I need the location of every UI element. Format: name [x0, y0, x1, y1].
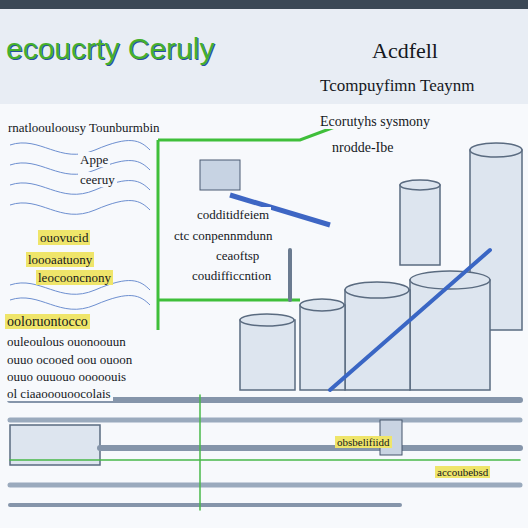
label: obsbelifiidd — [335, 436, 392, 448]
label-box: Appe — [78, 150, 110, 168]
label: ouuo ocooed oou ouoon — [5, 352, 134, 367]
label: Acdfell — [370, 38, 440, 63]
tanks — [10, 143, 522, 465]
label: nrodde-Ibe — [330, 140, 395, 155]
label-box: rnatloouloousy Tounburmbin — [6, 118, 162, 136]
label-box: accoubebsd — [435, 462, 490, 480]
label: Appe — [78, 152, 110, 167]
label-box: obsbelifiidd — [335, 432, 392, 450]
label: leocooncnony — [36, 270, 113, 285]
panel-icon — [200, 160, 240, 190]
label-box: ceeruy — [78, 170, 117, 188]
label: Ecorutyhs sysmony — [318, 114, 432, 129]
label-box: ctc conpennmdunn — [172, 226, 275, 244]
label: ol ciaaooouoocolais — [5, 386, 113, 401]
label-box: ouuo ocooed oou ouoon — [5, 350, 134, 368]
label-box: Tcompuyfimn Teaynm — [318, 76, 477, 96]
label: ouleoulous ouonoouun — [5, 334, 128, 349]
wave-lines — [10, 141, 150, 310]
label: ctc conpennmdunn — [172, 228, 275, 243]
label-box: nrodde-Ibe — [330, 138, 395, 156]
label-box: loooaatuony — [26, 250, 94, 268]
top-bar — [0, 0, 528, 9]
label: codditidfeiem — [195, 207, 271, 222]
label-box: ceaoftsp — [214, 246, 261, 264]
label-box: ol ciaaooouoocolais — [5, 384, 113, 402]
label-box: ooloruontocco — [5, 312, 90, 330]
label: ouuo ouuouo ooooouis — [5, 369, 128, 384]
header-band — [0, 9, 528, 104]
label: loooaatuony — [26, 252, 94, 267]
title-block: ecoucrty Ceruly — [6, 32, 214, 66]
title: ecoucrty Ceruly — [6, 32, 214, 65]
label-box: ouovucid — [38, 228, 90, 246]
label-box: leocooncnony — [36, 268, 113, 286]
label: Tcompuyfimn Teaynm — [318, 76, 477, 95]
label-box: ouleoulous ouonoouun — [5, 332, 128, 350]
label-box: Ecorutyhs sysmony — [318, 112, 432, 130]
label: ceaoftsp — [214, 248, 261, 263]
label: ceeruy — [78, 172, 117, 187]
label: accoubebsd — [435, 466, 490, 478]
label-box: ouuo ouuouo ooooouis — [5, 367, 128, 385]
panel — [0, 104, 528, 528]
label: rnatloouloousy Tounburmbin — [6, 120, 162, 135]
label-box: coudifficcntion — [190, 266, 273, 284]
label-box: Acdfell — [370, 38, 440, 64]
label: ouovucid — [38, 230, 90, 245]
label: ooloruontocco — [5, 314, 90, 329]
label-box: codditidfeiem — [195, 205, 271, 223]
label: coudifficcntion — [190, 268, 273, 283]
